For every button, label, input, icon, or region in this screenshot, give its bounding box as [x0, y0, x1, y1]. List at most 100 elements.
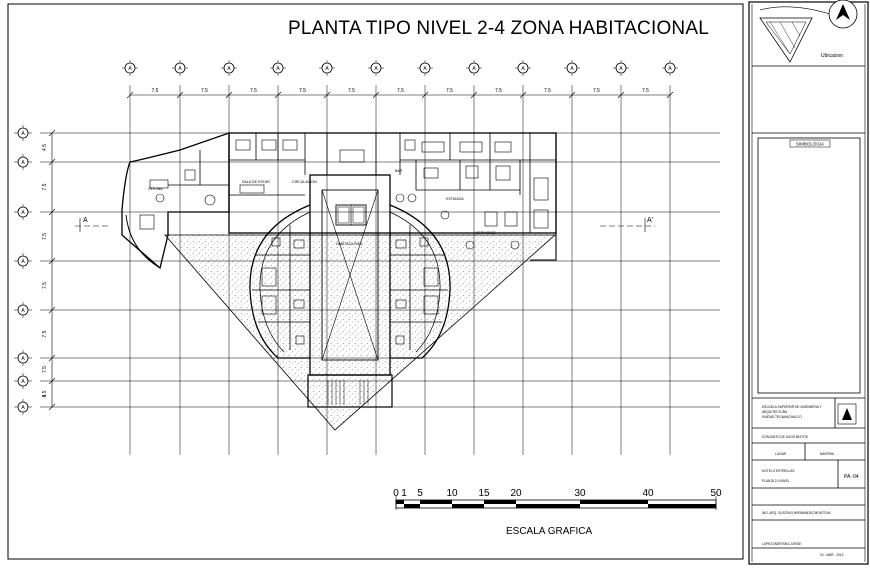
section-mark-right: A' — [647, 217, 653, 224]
left-dimension-labels: 4.57.57.57.57.57.53.54 — [42, 144, 48, 398]
axis-bubble-top: A — [417, 60, 433, 76]
scale-tick: 10 — [446, 488, 458, 499]
scale-tick: 40 — [642, 488, 654, 499]
label-sala: SALA DE ESTAR — [242, 180, 270, 184]
axis-bubble-label: A — [21, 356, 25, 362]
room-labels: SALA DE ESTAR CIRCULACION ESTANCIA BAR S… — [148, 169, 496, 246]
label-circulacion: CIRCULACION — [292, 180, 317, 184]
stair-block — [307, 374, 393, 408]
location-map — [759, 6, 831, 63]
axis-bubble-left: A — [14, 253, 32, 269]
left-dimension-line — [48, 129, 56, 411]
axis-bubble-top: A — [319, 60, 335, 76]
label-estancia: ESTANCIA — [446, 197, 464, 201]
dimension-label: 4.5 — [42, 144, 48, 151]
dimension-label: 7.5 — [642, 88, 649, 94]
axis-bubble-label: A — [619, 66, 623, 72]
axis-bubble-label: A — [21, 160, 25, 166]
dimension-label: 7.5 — [250, 88, 257, 94]
dimension-label: 7.5 — [299, 88, 306, 94]
north-arrow-icon — [828, 0, 858, 29]
axis-bubble-label: A — [178, 66, 182, 72]
axis-bubble-label: A — [570, 66, 574, 72]
room-partitions — [252, 225, 448, 350]
page-title: PLANTA TIPO NIVEL 2-4 ZONA HABITACIONAL — [288, 18, 709, 39]
dimension-label: 7.5 — [42, 233, 48, 240]
dimension-label: 7.5 — [201, 88, 208, 94]
label-bar: BAR — [395, 169, 403, 173]
dimension-label: 7.5 — [593, 88, 600, 94]
axis-bubble-top: A — [662, 60, 678, 76]
left-room-wing — [249, 204, 311, 359]
axis-bubble-top: A — [221, 60, 237, 76]
section-line — [75, 218, 655, 232]
left-wing-outline — [121, 132, 230, 270]
dimension-label: 7.5 — [42, 330, 48, 337]
school-logo-icon — [837, 403, 857, 425]
location-label: Ubicacion — [821, 53, 843, 59]
axis-bubble-label: A — [472, 66, 476, 72]
axis-bubble-top: A — [515, 60, 531, 76]
dimension-label: 7.5 — [544, 88, 551, 94]
scale-tick: 50 — [710, 488, 722, 499]
label-habitaciones: HABITACIONES — [336, 242, 363, 246]
axis-bubble-label: A — [374, 66, 378, 72]
axis-bubble-label: A — [521, 66, 525, 72]
school-line-3: UNIDAD TECAMACHALCO — [762, 415, 802, 419]
axis-bubble-label: A — [668, 66, 672, 72]
axis-bubble-left: A — [14, 399, 32, 415]
section-mark-left: A — [83, 217, 88, 224]
dimension-label: 7.5 — [397, 88, 404, 94]
title-block-border — [748, 1, 869, 565]
sheet-code: PA -04 — [844, 474, 859, 480]
dimension-label: 7.5 — [495, 88, 502, 94]
axis-bubble-left: A — [14, 125, 32, 141]
axis-bubble-label: A — [21, 131, 25, 137]
dimension-label: 7.5 — [152, 88, 159, 94]
axis-bubble-label: A — [21, 210, 25, 216]
right-room-wing — [389, 204, 451, 359]
school-line-2: ARQUITECTURA — [762, 410, 788, 414]
scale-tick: 0 — [393, 488, 399, 499]
dimension-label: 3.5 — [42, 390, 48, 397]
scale-tick: 5 — [417, 488, 423, 499]
graphic-scale — [395, 496, 717, 510]
axis-bubble-left: A — [14, 204, 32, 220]
scale-tick: 15 — [478, 488, 490, 499]
scale-tick: 30 — [574, 488, 586, 499]
axis-bubble-top: A — [564, 60, 580, 76]
advisor-name: ING. ARQ. GUSTAVO HERNANDEZ MONTOYA — [762, 511, 831, 515]
axis-bubble-label: A — [21, 308, 25, 314]
axis-bubble-label: A — [423, 66, 427, 72]
right-annex — [530, 132, 557, 261]
label-servicios: SERVICIOS — [476, 231, 496, 235]
axis-bubble-label: A — [227, 66, 231, 72]
axis-bubble-top: A — [613, 60, 629, 76]
axis-bubble-label: A — [21, 379, 25, 385]
axis-bubble-label: A — [276, 66, 280, 72]
axis-bubble-label: A — [325, 66, 329, 72]
field-b: MATERIA — [820, 452, 835, 456]
dimension-label: 4 — [42, 394, 48, 397]
sheet-subtitle: PLANTA 2-4 NIVEL — [762, 479, 790, 483]
interior-walls — [168, 133, 556, 233]
symbology-label: SIMBOLOGIA — [796, 142, 824, 147]
dimension-label: 7.5 — [42, 366, 48, 373]
axis-bubble-label: A — [128, 66, 132, 72]
axis-bubble-top: A — [270, 60, 286, 76]
top-dimension-labels: 7.5 7.5 7.5 7.5 7.5 7.5 7.5 7.5 7.5 7.5 7.5 — [152, 88, 650, 94]
dimension-label: 7.5 — [348, 88, 355, 94]
field-a: LUGAR — [775, 452, 787, 456]
site-hatch-area — [164, 234, 557, 431]
sheet-border — [7, 3, 744, 560]
scale-tick: 1 — [401, 488, 407, 499]
dimension-label: 7.5 — [446, 88, 453, 94]
axis-bubble-top: A — [172, 60, 188, 76]
service-furniture — [139, 139, 549, 250]
scale-label: ESCALA GRAFICA — [506, 526, 593, 537]
school-line-1: ESCUELA SUPERIOR DE INGENIERIA Y — [762, 405, 823, 409]
